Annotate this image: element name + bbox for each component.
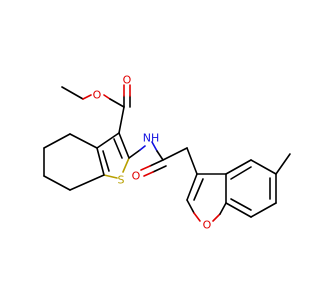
atom-s: S	[118, 174, 125, 187]
bond-bf-c2-o	[186, 199, 195, 214]
bond-camide-co-1-red	[140, 165, 151, 171]
bond-methyl-o	[61, 86, 84, 100]
bond-c7a-s	[103, 174, 118, 179]
bond-ester-ring	[118, 106, 125, 134]
bond-c6-c7	[43, 175, 71, 191]
bond-o-carbonyl-c-black	[109, 98, 125, 108]
bond-c3-c2	[118, 132, 130, 159]
bond-bf-c6-methyl	[275, 153, 291, 175]
atom-o-methoxy: O	[93, 89, 102, 102]
bond-n-camide-black	[156, 150, 164, 161]
bond-c3a-c7a-double	[102, 150, 110, 172]
bond-bf-c4-c5	[250, 159, 277, 175]
bond-bf-c7-c7a-double	[230, 198, 252, 211]
atom-nh: NH	[143, 132, 160, 145]
bond-ch2-c3bf	[186, 147, 198, 175]
bond-camide-co-2-red	[143, 171, 154, 177]
bond-bf-c3a-c4	[225, 159, 252, 175]
bond-o-carbonyl-c	[103, 94, 111, 100]
atom-o-amide-carbonyl: O	[132, 170, 141, 183]
bond-s-c2	[122, 157, 130, 173]
bond-c3a-c7a	[96, 147, 105, 176]
bond-camide-co-1	[149, 159, 164, 167]
bond-bf-o-c7a-black	[219, 202, 227, 215]
bond-n-camide	[151, 141, 158, 152]
bond-bf-c3-c2-double	[193, 178, 204, 201]
bond-c3-c3a	[96, 132, 120, 149]
bond-camide-ch2	[162, 147, 188, 161]
bond-bf-c3-c2	[186, 173, 198, 201]
bond-bf-c2-o-red	[193, 212, 201, 222]
bond-c3a-c4	[69, 133, 98, 149]
bond-camide-co-2	[152, 165, 167, 173]
bond-c3-c2-double	[113, 138, 123, 159]
bond-c2-n-blue	[139, 145, 146, 151]
molecule-structure: O O NH S O O	[43, 74, 291, 232]
bond-c7-c7a	[69, 174, 105, 191]
bond-bf-c3a-c4-double	[230, 166, 252, 180]
atom-o-ester-carbonyl: O	[123, 74, 132, 87]
bond-c2-n	[128, 149, 141, 159]
bond-bf-o-c7a	[212, 213, 221, 222]
bond-bf-c6-c7	[250, 202, 277, 218]
atom-o-furan: O	[203, 219, 212, 232]
bond-bf-c7-c7a	[225, 202, 252, 218]
bond-methyl-o-red	[82, 94, 92, 100]
molecule-canvas: O O NH S O O	[43, 73, 291, 232]
bond-c4-c5	[43, 133, 71, 149]
